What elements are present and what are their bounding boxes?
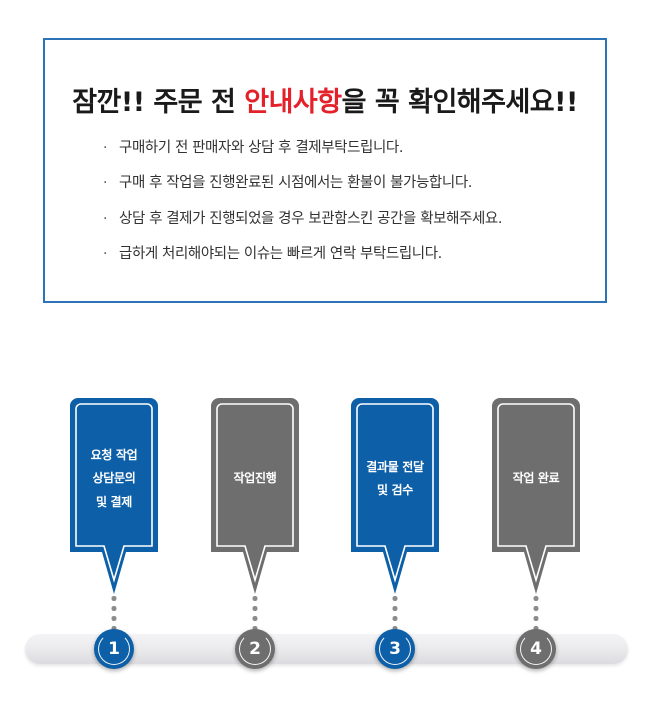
notice-item-text: 급하게 처리해야되는 이슈는 빠르게 연락 부탁드립니다.: [119, 246, 442, 263]
bullet-icon: ·: [103, 175, 108, 192]
notice-box: 잠깐!! 주문 전 안내사항을 꼭 확인해주세요!! · 구매하기 전 판매자와 …: [43, 38, 607, 303]
badge-ring-icon: [239, 633, 271, 665]
connector-dots-icon: [111, 596, 117, 632]
bullet-icon: ·: [103, 210, 108, 227]
notice-title-suffix: 을 꼭 확인해주세요!!: [341, 87, 579, 118]
notice-title-highlight: 안내사항: [244, 87, 342, 118]
step-number-text: 1: [108, 638, 120, 659]
step-number-text: 4: [530, 638, 542, 659]
bookmark-shape-icon: [351, 398, 439, 594]
notice-item: · 급하게 처리해야되는 이슈는 빠르게 연락 부탁드립니다.: [103, 246, 585, 263]
bookmark-shape-icon: [70, 398, 158, 594]
step-number-text: 3: [389, 638, 401, 659]
step-number-badge-2[interactable]: 2: [235, 629, 275, 669]
notice-item-text: 상담 후 결제가 진행되었을 경우 보관함스킨 공간을 확보해주세요.: [119, 210, 503, 227]
notice-title: 잠깐!! 주문 전 안내사항을 꼭 확인해주세요!!: [45, 80, 605, 119]
notice-item-text: 구매하기 전 판매자와 상담 후 결제부탁드립니다.: [119, 140, 404, 156]
bookmark-shape-icon: [211, 398, 299, 594]
connector-dots-icon: [392, 596, 398, 632]
step-number-text: 2: [249, 638, 261, 659]
badge-ring-icon: [520, 633, 552, 665]
step-card-shape: 작업진행: [211, 398, 299, 594]
bullet-icon: ·: [103, 140, 108, 156]
badge-ring-icon: [379, 633, 411, 665]
step-number-badge-3[interactable]: 3: [375, 629, 415, 669]
step-card-4[interactable]: 작업 완료: [492, 398, 580, 631]
bookmark-shape-icon: [492, 398, 580, 594]
step-card-shape: 작업 완료: [492, 398, 580, 594]
step-card-2[interactable]: 작업진행: [211, 398, 299, 631]
bullet-icon: ·: [103, 246, 108, 263]
step-number-badge-4[interactable]: 4: [516, 629, 556, 669]
notice-item: · 구매 후 작업을 진행완료된 시점에서는 환불이 불가능합니다.: [103, 175, 585, 192]
notice-item: · 구매하기 전 판매자와 상담 후 결제부탁드립니다.: [103, 140, 585, 157]
notice-item-text: 구매 후 작업을 진행완료된 시점에서는 환불이 불가능합니다.: [119, 175, 472, 192]
notice-title-prefix: 잠깐!! 주문 전: [72, 87, 245, 118]
connector-dots-icon: [252, 596, 258, 632]
notice-item: · 상담 후 결제가 진행되었을 경우 보관함스킨 공간을 확보해주세요.: [103, 211, 585, 228]
badge-ring-icon: [98, 633, 130, 665]
connector-dots-icon: [533, 596, 539, 632]
step-number-badge-1[interactable]: 1: [94, 629, 134, 669]
notice-list: · 구매하기 전 판매자와 상담 후 결제부탁드립니다. · 구매 후 작업을 진행완…: [103, 140, 585, 282]
